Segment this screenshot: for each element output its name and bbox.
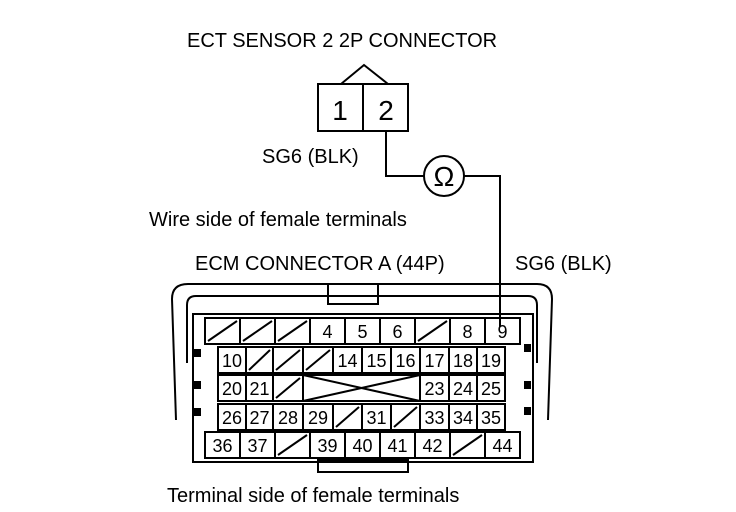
terminal-number: 44 bbox=[492, 436, 512, 456]
terminal-cavity bbox=[476, 346, 506, 374]
lead-to-ect-terminal-2 bbox=[385, 131, 424, 177]
unused-slash bbox=[335, 406, 360, 428]
terminal-number: 21 bbox=[249, 379, 269, 399]
unused-slash bbox=[248, 349, 271, 371]
ect-connector-latch bbox=[340, 63, 389, 85]
ect-connector bbox=[317, 63, 409, 132]
terminal-number: 10 bbox=[222, 351, 242, 371]
ecm-connector-title: ECM CONNECTOR A (44P) bbox=[195, 253, 445, 275]
terminal-number: 19 bbox=[481, 351, 501, 371]
unused-slash bbox=[207, 320, 238, 342]
ohm-symbol: Ω bbox=[434, 161, 455, 192]
terminal-cavity bbox=[484, 431, 521, 459]
terminal-number: 17 bbox=[424, 351, 444, 371]
ecm-terminal-block bbox=[192, 313, 534, 463]
unused-slash bbox=[277, 320, 308, 342]
terminal-number: 25 bbox=[481, 379, 501, 399]
ecm-housing-inner bbox=[186, 295, 538, 363]
ecm-top-latch bbox=[327, 283, 379, 305]
terminal-cavity bbox=[484, 317, 521, 345]
terminal-number: 16 bbox=[395, 351, 415, 371]
terminal-number: 29 bbox=[308, 408, 328, 428]
unused-slash bbox=[393, 406, 418, 428]
lead-to-ecm-terminal-9 bbox=[464, 175, 501, 327]
terminal-number: 40 bbox=[352, 436, 372, 456]
terminal-side-caption: Terminal side of female terminals bbox=[167, 485, 460, 507]
ohmmeter-icon bbox=[423, 155, 465, 197]
terminal-number: 5 bbox=[357, 322, 367, 342]
sg6-wire-label-left: SG6 (BLK) bbox=[262, 146, 359, 168]
unused-slash bbox=[417, 320, 448, 342]
ect-terminal-2: 2 bbox=[378, 95, 394, 126]
terminal-number: 18 bbox=[453, 351, 473, 371]
unused-cross-line bbox=[302, 374, 421, 402]
terminal-number: 24 bbox=[453, 379, 473, 399]
unused-slash bbox=[452, 434, 483, 456]
unused-slash bbox=[242, 320, 273, 342]
terminal-number: 39 bbox=[317, 436, 337, 456]
ecm-terminal-grid: 4 5 6 8 9 10 14 15 16 17 18 19 20 21 23 24 25 26 27 28 29 31 3… bbox=[204, 317, 521, 459]
unused-slash bbox=[277, 434, 308, 456]
terminal-number: 42 bbox=[422, 436, 442, 456]
sg6-wire-label-right: SG6 (BLK) bbox=[515, 253, 612, 275]
terminal-number: 8 bbox=[462, 322, 472, 342]
unused-slash bbox=[275, 349, 301, 371]
terminal-number: 33 bbox=[424, 408, 444, 428]
terminal-number: 14 bbox=[337, 351, 357, 371]
terminal-number: 36 bbox=[212, 436, 232, 456]
terminal-number: 23 bbox=[424, 379, 444, 399]
ecm-side-pins bbox=[194, 344, 531, 416]
terminal-number: 35 bbox=[481, 408, 501, 428]
terminal-cavity bbox=[476, 374, 506, 402]
ect-terminal-1: 1 bbox=[332, 95, 348, 126]
terminal-number: 4 bbox=[322, 322, 332, 342]
unused-slash bbox=[305, 349, 331, 371]
terminal-number: 26 bbox=[222, 408, 242, 428]
test-leads bbox=[385, 131, 501, 327]
ecm-connector-housing bbox=[170, 283, 554, 473]
terminal-number: 37 bbox=[247, 436, 267, 456]
terminal-number: 15 bbox=[366, 351, 386, 371]
terminal-number: 34 bbox=[453, 408, 473, 428]
unused-slash bbox=[275, 377, 301, 399]
ect-connector-title: ECT SENSOR 2 2P CONNECTOR bbox=[187, 30, 498, 52]
terminal-number: 9 bbox=[497, 322, 507, 342]
terminal-number: 6 bbox=[392, 322, 402, 342]
wire-side-caption: Wire side of female terminals bbox=[149, 209, 407, 231]
terminal-number: 41 bbox=[387, 436, 407, 456]
terminal-cavity bbox=[476, 403, 506, 431]
terminal-number: 31 bbox=[366, 408, 386, 428]
terminal-number: 20 bbox=[222, 379, 242, 399]
terminal-number: 27 bbox=[249, 408, 269, 428]
terminal-number: 28 bbox=[278, 408, 298, 428]
ecm-bottom-latch bbox=[317, 459, 409, 473]
